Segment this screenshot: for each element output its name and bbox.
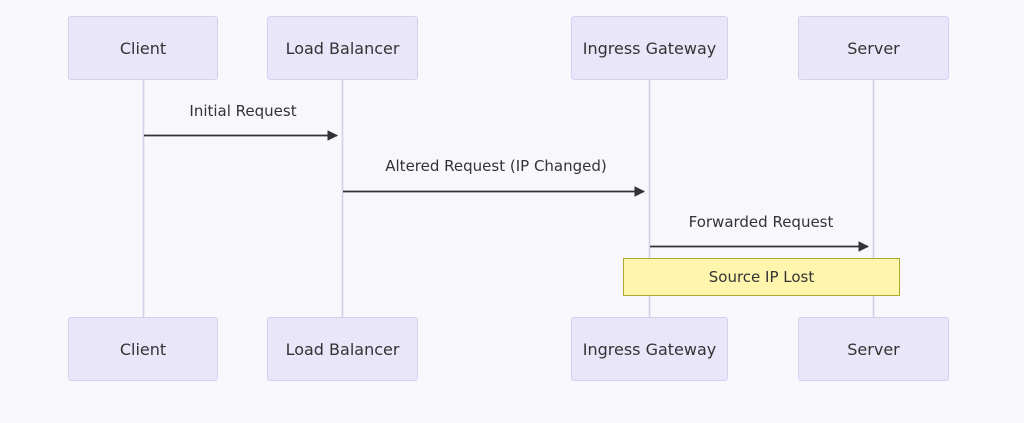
actor-label: Client [119,339,167,359]
message-label-initial-request: Initial Request [189,102,297,120]
actor-label: Load Balancer [285,339,400,359]
note-source-ip-lost: Source IP Lost [623,258,900,296]
actor-bottom-load-balancer: Load Balancer [267,317,418,381]
actor-top-server: Server [798,16,949,80]
actor-bottom-ingress-gateway: Ingress Gateway [571,317,728,381]
actor-label: Ingress Gateway [582,339,717,359]
actor-top-load-balancer: Load Balancer [267,16,418,80]
actor-label: Server [847,339,900,359]
actor-top-ingress-gateway: Ingress Gateway [571,16,728,80]
actor-label: Ingress Gateway [582,38,717,58]
message-label-altered-request: Altered Request (IP Changed) [385,157,607,175]
actor-bottom-server: Server [798,317,949,381]
actor-bottom-client: Client [68,317,218,381]
message-label-forwarded-request: Forwarded Request [688,213,834,231]
note-label: Source IP Lost [708,268,815,286]
actor-label: Load Balancer [285,38,400,58]
actor-label: Server [847,38,900,58]
actor-label: Client [119,38,167,58]
actor-top-client: Client [68,16,218,80]
